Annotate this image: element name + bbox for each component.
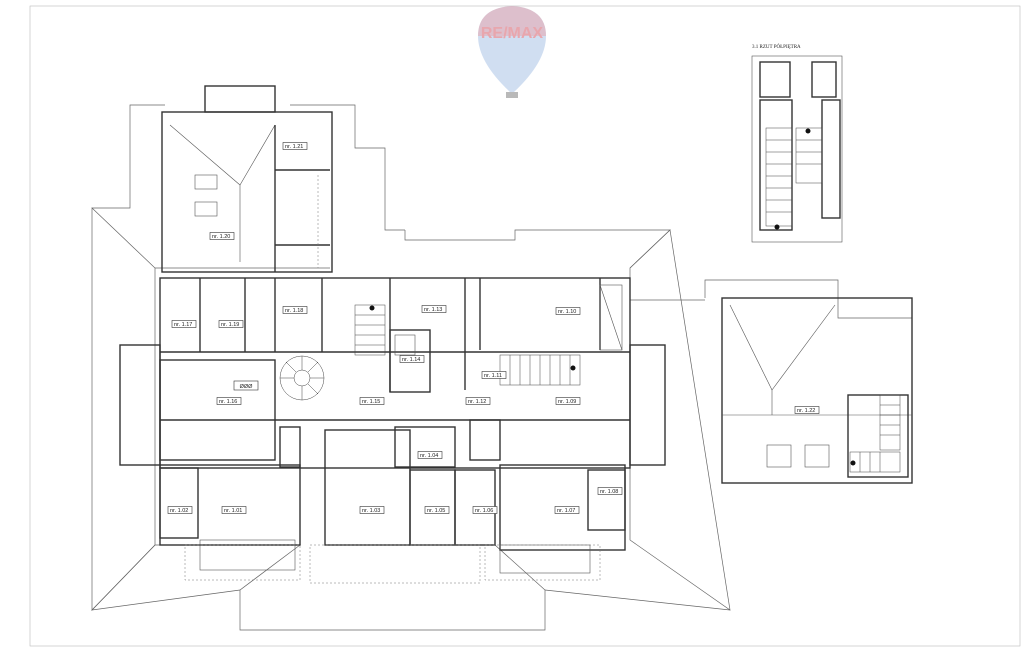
room-label-r113: nr. 1.13	[424, 307, 442, 313]
room-labels: nr. 1.01 nr. 1.02 nr. 1.03 nr. 1.04 nr. 1.05…	[167, 142, 820, 514]
room-tag-r121	[282, 142, 308, 150]
room-tag-r106	[472, 506, 498, 514]
room-label-r114: nr. 1.14	[402, 357, 420, 363]
room-label-r101: nr. 1.01	[224, 508, 242, 514]
room-label-r104: nr. 1.04	[420, 453, 438, 459]
room-label-r103: nr. 1.03	[362, 508, 380, 514]
room-tag-r109	[555, 397, 581, 405]
room-label-r105: nr. 1.05	[427, 508, 445, 514]
main-floor	[119, 277, 666, 469]
logo-text: RE/MAX	[481, 25, 544, 42]
room-label-r108: nr. 1.08	[600, 489, 618, 495]
room-tag-r105	[424, 506, 450, 514]
room-label-r122: nr. 1.22	[797, 408, 815, 414]
room-tag-r101	[221, 506, 247, 514]
room-label-r115: nr. 1.15	[362, 399, 380, 405]
room-tag-r107	[554, 506, 580, 514]
roof-outline	[91, 104, 731, 631]
room-label-r102: nr. 1.02	[170, 508, 188, 514]
room-tag-r111	[481, 371, 507, 379]
annex	[704, 279, 913, 484]
room-label-r112: nr. 1.12	[468, 399, 486, 405]
room-label-r107: nr. 1.07	[557, 508, 575, 514]
room-tag-r103	[359, 506, 385, 514]
room-label-r121: nr. 1.21	[285, 144, 303, 150]
room-tag-r113	[421, 305, 447, 313]
inset-title: 3.1 RZUT PÓŁPIĘTRA	[752, 44, 801, 50]
room-label-r106: nr. 1.06	[475, 508, 493, 514]
room-label-r116: nr. 1.16	[219, 399, 237, 405]
room-tag-r117	[171, 320, 197, 328]
north-wing	[161, 85, 333, 273]
remax-logo: RE/MAX	[478, 6, 546, 98]
room-label-r117: nr. 1.17	[174, 322, 192, 328]
room-tag-r114	[399, 355, 425, 363]
inset-plan: 3.1 RZUT PÓŁPIĘTRA	[751, 44, 843, 243]
marker-box	[233, 380, 259, 391]
room-label-r110: nr. 1.10	[558, 309, 576, 315]
room-label-r120: nr. 1.20	[212, 234, 230, 240]
room-tag-r110	[555, 307, 581, 315]
room-tag-r112	[465, 397, 491, 405]
room-tag-r118	[282, 306, 308, 314]
sheet-frame	[29, 5, 1021, 647]
room-tag-r120	[209, 232, 235, 240]
room-label-r118: nr. 1.18	[285, 308, 303, 314]
room-label-r109: nr. 1.09	[558, 399, 576, 405]
room-tag-r102	[167, 506, 193, 514]
room-tag-r119	[218, 320, 244, 328]
marker-text: ØØØ	[240, 384, 254, 390]
room-label-r119: nr. 1.19	[221, 322, 239, 328]
south-wing	[159, 429, 626, 584]
room-tag-r122	[794, 406, 820, 414]
room-tag-r108	[597, 487, 623, 495]
room-tag-r115	[359, 397, 385, 405]
room-tag-r116	[216, 397, 242, 405]
room-tag-r104	[417, 451, 443, 459]
room-label-r111: nr. 1.11	[484, 373, 502, 379]
